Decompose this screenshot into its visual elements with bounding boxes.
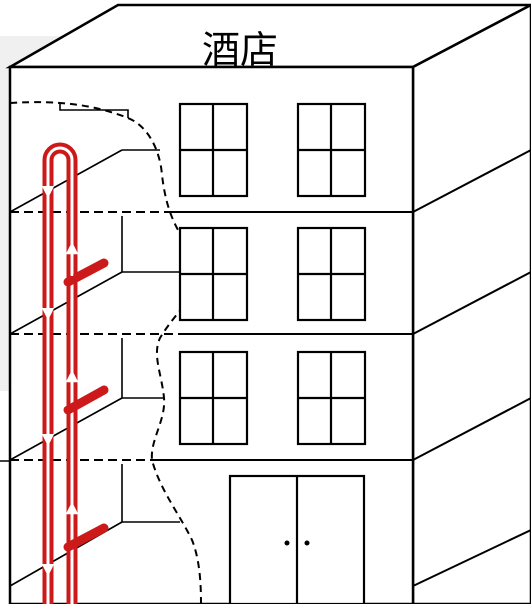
pipe-branch	[63, 523, 109, 552]
pipe-branch	[63, 385, 109, 415]
pipe-branch	[63, 258, 109, 287]
window	[296, 102, 367, 198]
window	[296, 350, 367, 446]
windows	[178, 102, 367, 446]
hotel-sign: 酒店	[202, 28, 278, 72]
water-pipe	[42, 142, 109, 604]
window	[178, 102, 249, 198]
window	[178, 226, 249, 322]
pipe-riser-core	[46, 146, 74, 604]
door-handle-icon	[284, 540, 310, 546]
window	[178, 350, 249, 446]
entrance-door	[228, 474, 366, 604]
building-side	[411, 3, 531, 604]
window	[296, 226, 367, 322]
floor-lines	[10, 149, 531, 587]
